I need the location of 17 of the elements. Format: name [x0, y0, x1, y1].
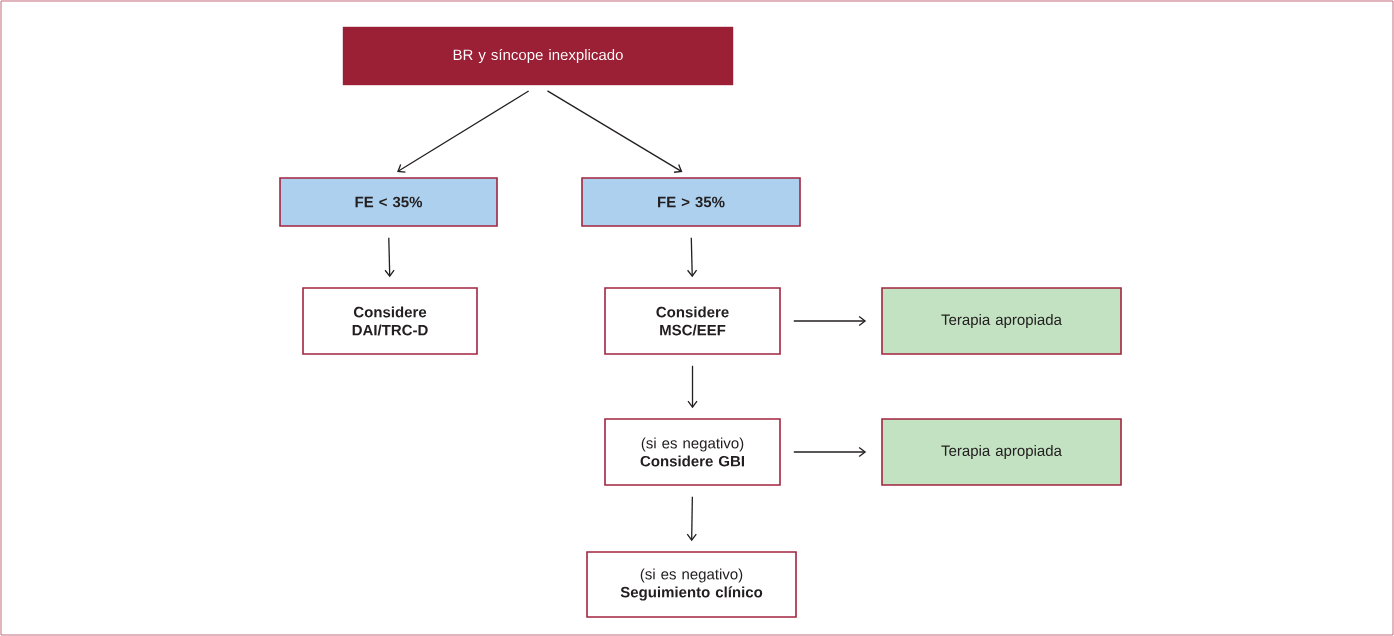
- arrow: [686, 496, 697, 542]
- arrow: [397, 90, 530, 173]
- process-box: (si es negativo) Seguimiento clínico: [586, 551, 797, 618]
- title-box: BR y síncope inexplicado: [342, 26, 734, 86]
- process-box: (si es negativo) Considere GBI: [604, 418, 781, 486]
- arrow: [384, 237, 395, 278]
- outcome-box: Terapia apropiada: [881, 287, 1122, 355]
- process-box: Considere MSC/EEF: [604, 287, 781, 355]
- arrow: [546, 90, 683, 173]
- arrow: [687, 365, 698, 409]
- outcome-box: Terapia apropiada: [881, 418, 1122, 486]
- arrow: [686, 237, 698, 278]
- arrow: [793, 446, 867, 458]
- process-box: Considere DAI/TRC-D: [302, 287, 478, 355]
- arrow: [793, 315, 867, 327]
- condition-box: FE < 35%: [279, 177, 498, 227]
- condition-box: FE > 35%: [581, 177, 801, 227]
